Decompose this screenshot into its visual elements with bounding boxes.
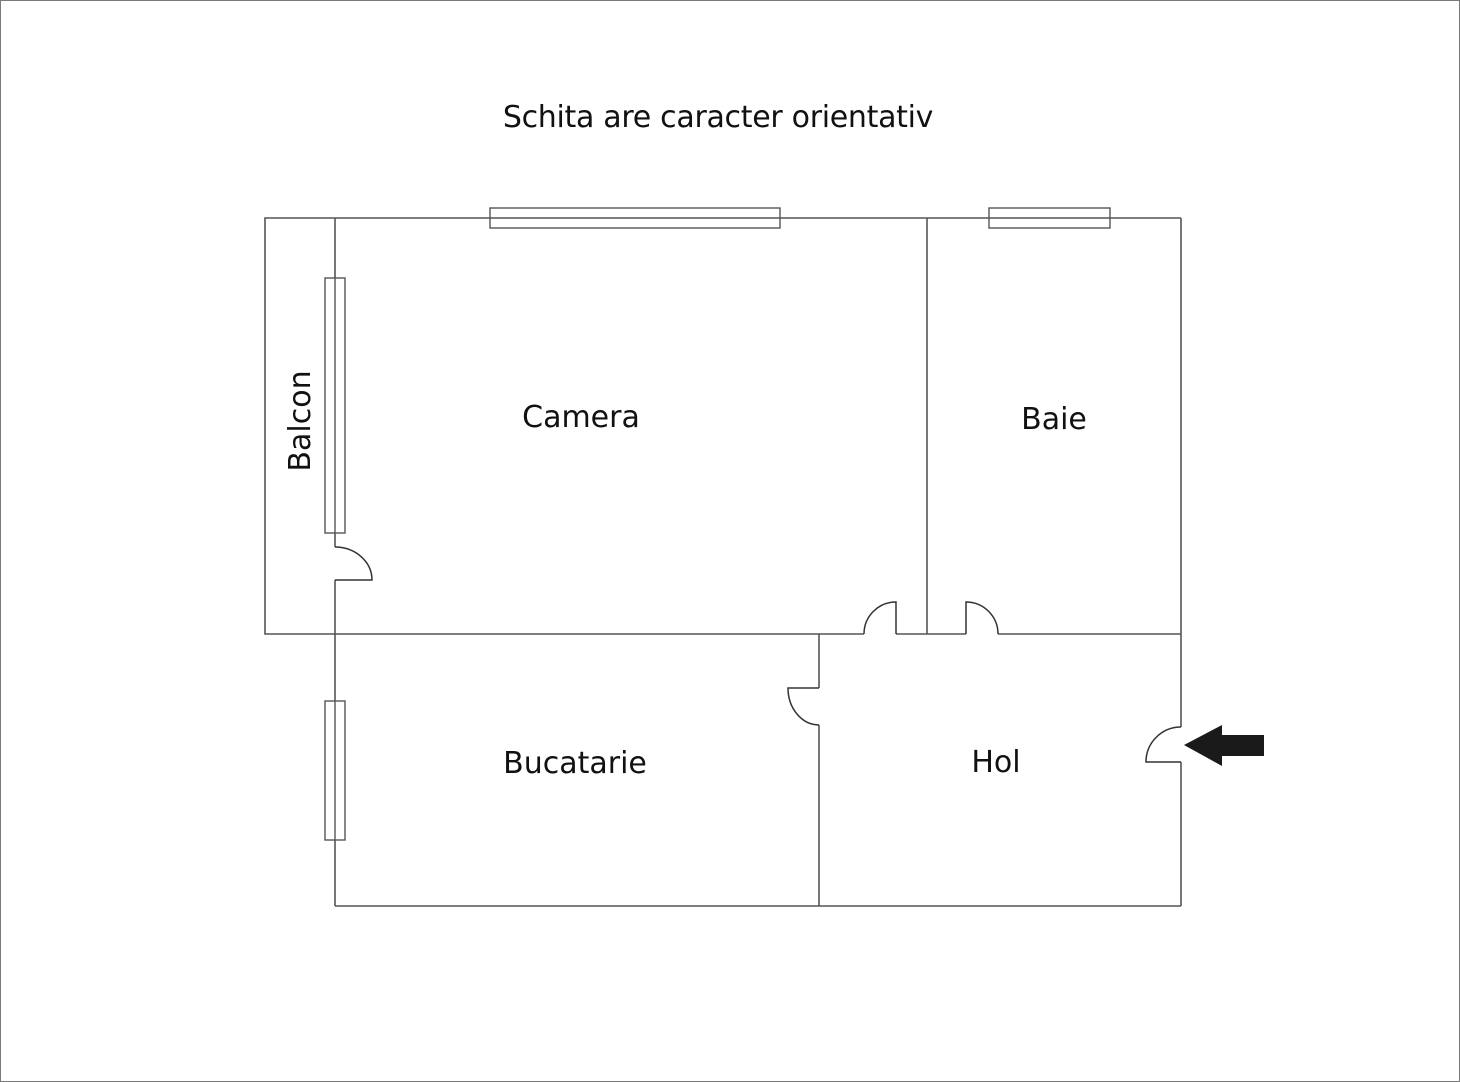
camera-top-window [489,207,781,229]
room-label-balcon: Balcon [283,370,318,471]
room-label-hol: Hol [971,745,1020,780]
entrance-door-icon [1145,726,1182,763]
plan-title: Schita are caracter orientativ [502,100,934,135]
arrow-left-icon [1184,725,1264,766]
baie-door-icon [965,601,999,635]
kitchen-door-icon [787,687,820,726]
balcony-window [324,277,346,534]
camera-door-icon [863,601,897,635]
balcony-door-icon [334,546,373,581]
room-label-bucatarie: Bucatarie [503,746,647,781]
baie-window [988,207,1111,229]
room-label-camera: Camera [522,400,640,435]
kitchen-window [324,700,346,841]
room-label-baie: Baie [1021,402,1087,437]
balcony-wall [264,217,335,635]
